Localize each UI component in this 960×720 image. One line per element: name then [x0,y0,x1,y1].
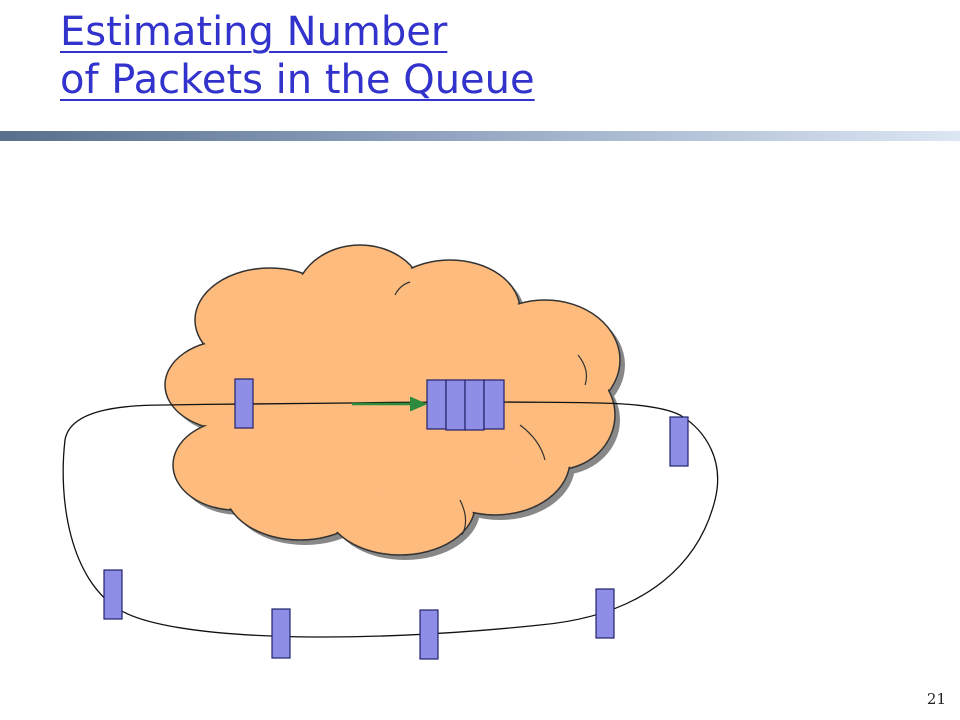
title-line-2: of Packets in the Queue [60,57,535,103]
queued-packet [483,379,505,430]
slide-title: Estimating Number of Packets in the Queu… [60,8,535,104]
page-number: 21 [926,690,946,708]
packet-icon [595,588,615,639]
network-cloud-icon [164,244,621,556]
packet-icon [234,378,254,429]
packet-icon [419,609,439,660]
queue-icon [426,379,505,431]
packet-icon [669,416,689,467]
title-divider-bar [0,131,960,141]
title-line-1: Estimating Number [60,9,448,55]
packet-icon [271,608,291,659]
queued-packet [464,379,485,431]
queued-packet [445,379,466,431]
packet-icon [103,569,123,620]
network-loop-path [62,401,719,638]
queued-packet [426,379,447,430]
